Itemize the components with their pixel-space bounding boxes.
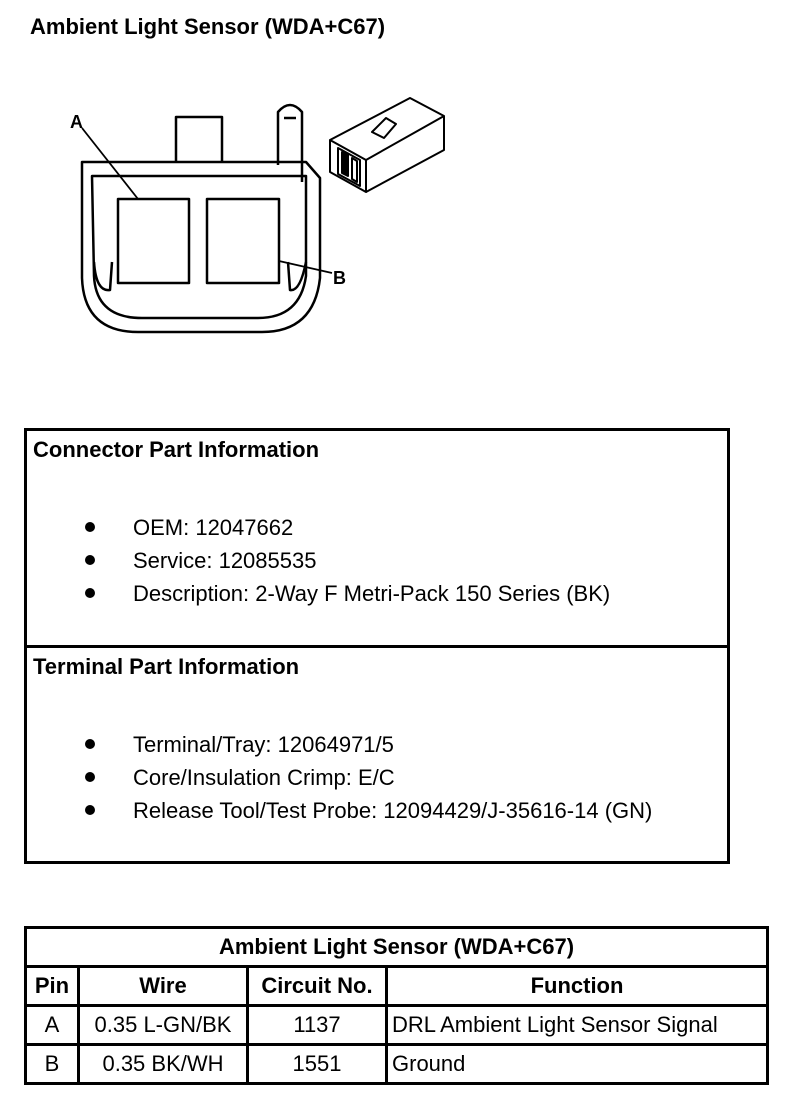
bullet-icon: [85, 522, 95, 532]
bullet-icon: [85, 772, 95, 782]
pin-table: Ambient Light Sensor (WDA+C67) Pin Wire …: [24, 926, 769, 1085]
page-title: Ambient Light Sensor (WDA+C67): [30, 14, 386, 39]
connector-lock-finger: [276, 103, 304, 182]
column-header-pin: Pin: [24, 965, 80, 1007]
part-information-box: Connector Part Information OEM: 12047662…: [24, 428, 730, 864]
table-row: B 0.35 BK/WH 1551 Ground: [24, 1043, 769, 1085]
bullet-icon: [85, 739, 95, 749]
bullet-icon: [85, 555, 95, 565]
terminal-part-information: Terminal Part Information Terminal/Tray:…: [33, 654, 653, 823]
function-cell: Ground: [385, 1043, 769, 1085]
table-header-row: Pin Wire Circuit No. Function: [24, 965, 769, 1007]
wire-cell: 0.35 L-GN/BK: [77, 1004, 249, 1046]
column-header-wire: Wire: [77, 965, 249, 1007]
bullet-icon: [85, 588, 95, 598]
connector-iso-view: [329, 97, 445, 193]
column-header-circuit: Circuit No.: [246, 965, 388, 1007]
cavity-b: [205, 197, 281, 285]
table-caption-row: Ambient Light Sensor (WDA+C67): [24, 926, 769, 968]
circuit-cell: 1137: [246, 1004, 388, 1046]
label-a: A: [70, 112, 83, 132]
cavity-a: [116, 197, 191, 285]
table-caption: Ambient Light Sensor (WDA+C67): [24, 926, 769, 968]
wire-cell: 0.35 BK/WH: [77, 1043, 249, 1085]
connector-outer-body: [80, 160, 322, 334]
column-header-function: Function: [385, 965, 769, 1007]
label-b: B: [333, 268, 346, 288]
terminal-info-heading: Terminal Part Information: [33, 654, 300, 679]
connector-latch-tab: [174, 115, 224, 162]
connector-diagram: A B: [70, 97, 445, 334]
connector-inner-body: [90, 174, 308, 320]
pin-cell: B: [24, 1043, 80, 1085]
table-row: A 0.35 L-GN/BK 1137 DRL Ambient Light Se…: [24, 1004, 769, 1046]
bullet-icon: [85, 805, 95, 815]
function-cell: DRL Ambient Light Sensor Signal: [385, 1004, 769, 1046]
connector-part-information: Connector Part Information OEM: 12047662…: [27, 431, 727, 648]
connector-info-heading: Connector Part Information: [33, 437, 320, 462]
circuit-cell: 1551: [246, 1043, 388, 1085]
pin-cell: A: [24, 1004, 80, 1046]
